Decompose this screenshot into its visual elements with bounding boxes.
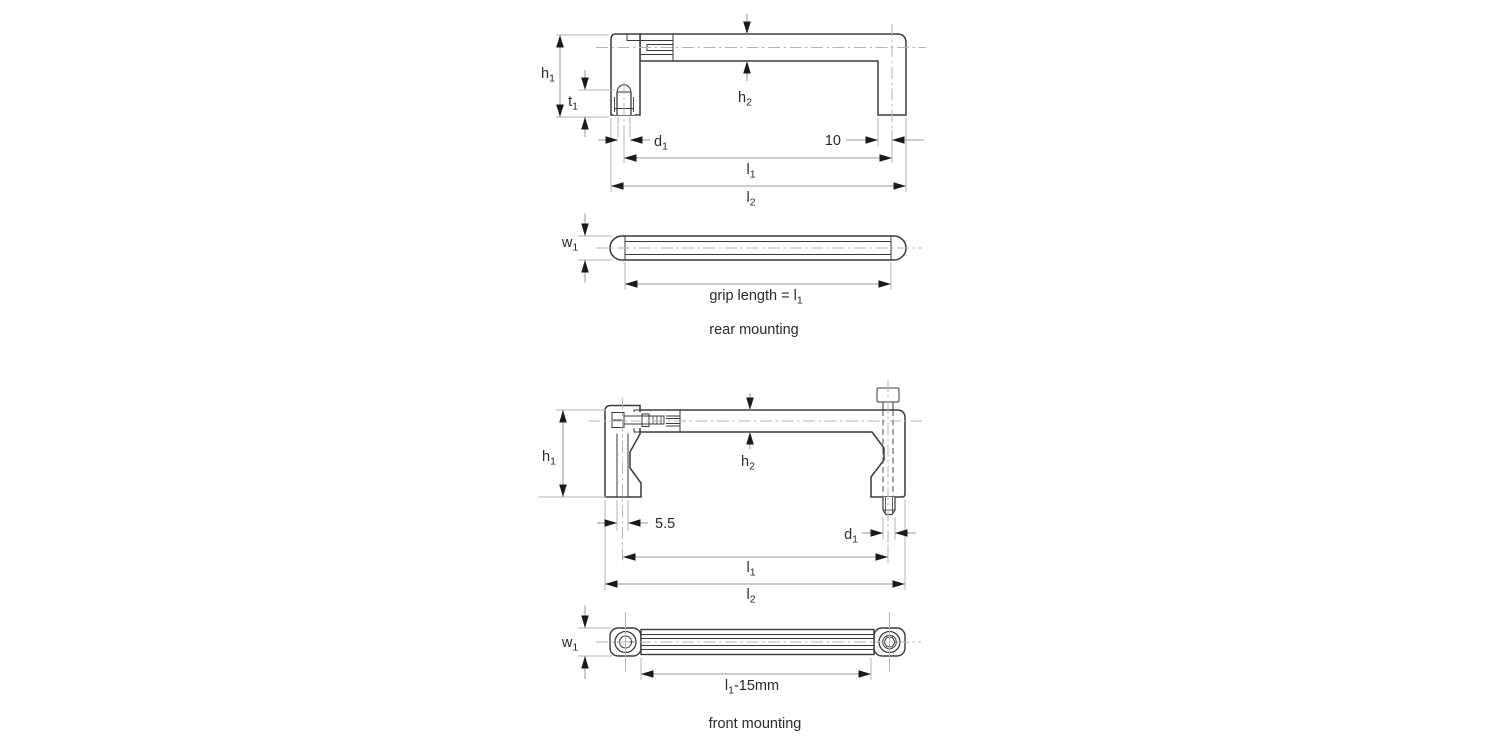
dim-label-l2-rear: l2 bbox=[746, 190, 755, 209]
dim-label-d1-rear: d1 bbox=[654, 134, 668, 153]
rear-side-view: h1 t1 h2 d1 10 l1 l2 bbox=[541, 14, 926, 209]
dim-label-d1-front: d1 bbox=[844, 527, 858, 546]
front-threaded-stud bbox=[882, 497, 896, 516]
dim-label-h1-front: h1 bbox=[542, 449, 556, 468]
caption-front-mounting: front mounting bbox=[709, 716, 802, 732]
dim-label-l2-front: l2 bbox=[746, 587, 755, 606]
rear-handle-outline bbox=[639, 33, 907, 116]
dim-label-h2-rear: h2 bbox=[738, 90, 752, 109]
dim-label-h1-rear: h1 bbox=[541, 66, 555, 85]
front-top-view: w1 l1-15mm front mounting bbox=[561, 605, 921, 732]
dim-label-l1-rear: l1 bbox=[746, 162, 755, 181]
front-handle-outline bbox=[629, 409, 906, 498]
dim-label-grip-front: l1-15mm bbox=[725, 678, 779, 697]
dim-label-grip-length: grip length = l1 bbox=[709, 288, 802, 307]
dim-label-10-rear: 10 bbox=[825, 133, 841, 149]
dim-label-h2-front: h2 bbox=[741, 454, 755, 473]
dim-label-55-front: 5.5 bbox=[655, 516, 675, 532]
caption-rear-mounting: rear mounting bbox=[709, 322, 798, 338]
dim-label-w1-front: w1 bbox=[561, 635, 578, 654]
front-side-view: h1 h2 5.5 d1 l1 l2 bbox=[538, 380, 922, 606]
dim-label-l1-front: l1 bbox=[746, 560, 755, 579]
front-horizontal-screw bbox=[610, 412, 666, 428]
dim-label-t1-rear: t1 bbox=[568, 94, 578, 113]
rear-top-view: w1 grip length = l1 rear mounting bbox=[561, 213, 922, 338]
dim-label-w1-rear: w1 bbox=[561, 235, 578, 254]
